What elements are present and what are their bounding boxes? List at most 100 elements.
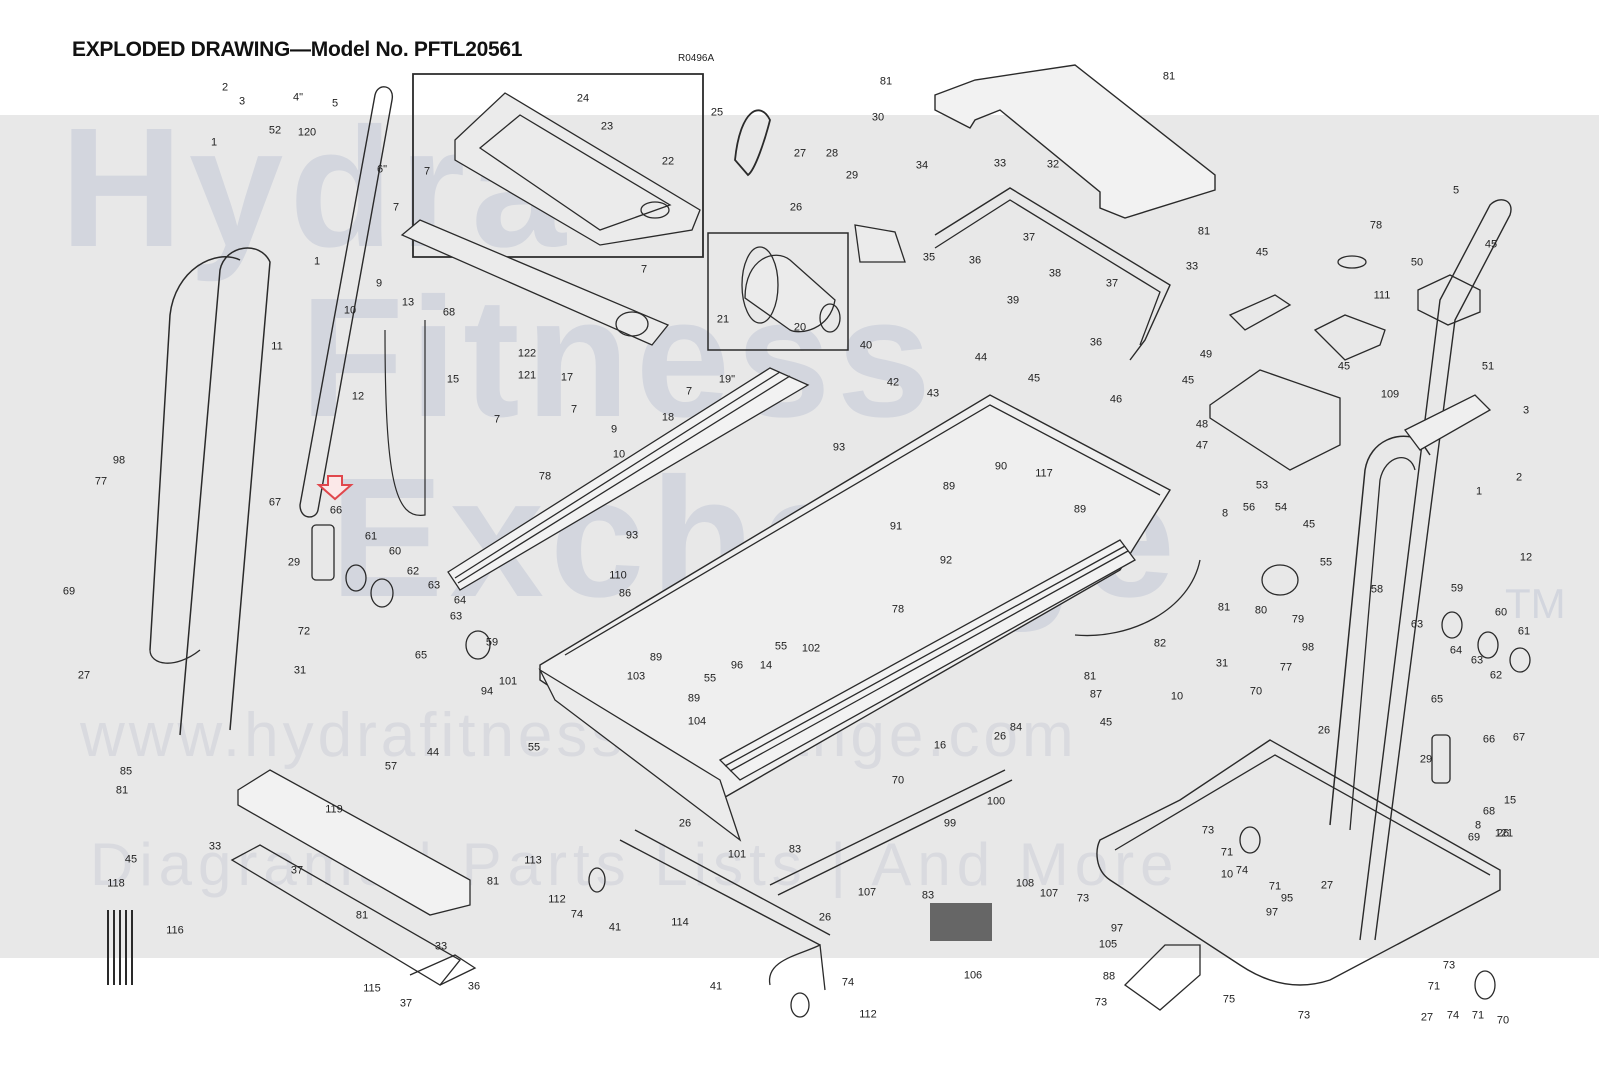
part-callout-18: 18 (661, 411, 675, 424)
part-callout-70: 70 (1496, 1014, 1510, 1027)
part-callout-81: 81 (355, 909, 369, 922)
part-callout-47: 47 (1195, 439, 1209, 452)
part-callout-31: 31 (1215, 657, 1229, 670)
part-callout-53: 53 (1255, 479, 1269, 492)
cord-78 (1338, 256, 1366, 268)
part-callout-36: 36 (1089, 336, 1103, 349)
rear-foot-115 (232, 845, 460, 985)
part-callout-63: 63 (427, 579, 441, 592)
part-callout-62: 62 (1489, 669, 1503, 682)
part-callout-42: 42 (886, 376, 900, 389)
motor-part (745, 255, 835, 331)
part-callout-74: 74 (841, 976, 855, 989)
part-callout-63: 63 (1410, 618, 1424, 631)
part-callout-65: 65 (1430, 693, 1444, 706)
part-callout-10: 10 (1170, 690, 1184, 703)
part-callout-112: 112 (859, 1008, 877, 1021)
part-callout-69: 69 (1467, 831, 1481, 844)
part-callout-12: 12 (1519, 551, 1533, 564)
part-callout-68: 68 (442, 306, 456, 319)
part-callout-27: 27 (1320, 879, 1334, 892)
part-callout-45: 45 (1302, 518, 1316, 531)
part-callout-103: 103 (626, 670, 646, 683)
part-callout-9: 9 (610, 423, 618, 436)
part-callout-26: 26 (678, 817, 692, 830)
highlight-down-arrow-icon (316, 473, 356, 503)
part-callout-48: 48 (1195, 418, 1209, 431)
part-callout-107: 107 (1039, 887, 1059, 900)
part-callout-93: 93 (625, 529, 639, 542)
part-callout-73: 73 (1076, 892, 1090, 905)
drawing-code: R0496A (678, 53, 715, 64)
part-callout-44: 44 (974, 351, 988, 364)
part-callout-89: 89 (942, 480, 956, 493)
part-callout-37: 37 (399, 997, 413, 1010)
side-rail-78-left (448, 368, 808, 590)
part-callout-66: 66 (329, 504, 343, 517)
part-callout-13: 13 (401, 296, 415, 309)
part-callout-99: 99 (943, 817, 957, 830)
part-callout-35: 35 (922, 251, 936, 264)
handrail-11 (180, 248, 270, 735)
part-callout-113: 113 (524, 854, 542, 867)
part-callout-7: 7 (640, 263, 648, 276)
part-callout-81: 81 (115, 784, 129, 797)
motor-detail-box (708, 233, 848, 350)
part-callout-106: 106 (963, 969, 983, 982)
part-callout-87: 87 (1089, 688, 1103, 701)
part-callout-80: 80 (1254, 604, 1268, 617)
part-callout-102: 102 (801, 642, 821, 655)
part-106-block (930, 903, 992, 941)
part-callout-81: 81 (1217, 601, 1231, 614)
part-callout-3: 3 (1522, 404, 1530, 417)
part-callout-61: 61 (1517, 625, 1531, 638)
part-callout-4: 4" (292, 91, 304, 104)
part-callout-27: 27 (77, 669, 91, 682)
part-callout-41: 41 (709, 980, 723, 993)
part-callout-37: 37 (290, 864, 304, 877)
part-callout-89: 89 (687, 692, 701, 705)
part-49 (1230, 295, 1290, 330)
part-callout-91: 91 (889, 520, 903, 533)
part-callout-95: 95 (1280, 892, 1294, 905)
part-callout-55: 55 (1319, 556, 1333, 569)
part-callout-89: 89 (1073, 503, 1087, 516)
part-callout-110: 110 (609, 569, 627, 582)
part-callout-78: 78 (1369, 219, 1383, 232)
part-callout-100: 100 (986, 795, 1006, 808)
part-callout-5: 5 (1452, 184, 1460, 197)
part-callout-37: 37 (1022, 231, 1036, 244)
part-callout-30: 30 (871, 111, 885, 124)
part-callout-104: 104 (687, 715, 707, 728)
motor-hood-32 (935, 65, 1215, 218)
base-frame-75 (1097, 740, 1500, 985)
part-callout-12: 12 (351, 390, 365, 403)
part-callout-3: 3 (238, 95, 246, 108)
part-callout-81: 81 (1162, 70, 1176, 83)
part-callout-71: 71 (1427, 980, 1441, 993)
part-callout-29: 29 (287, 556, 301, 569)
part-callout-69: 69 (62, 585, 76, 598)
part-callout-11: 11 (271, 340, 283, 353)
part-callout-58: 58 (1370, 583, 1384, 596)
part-callout-85: 85 (119, 765, 133, 778)
part-callout-8: 8 (1474, 819, 1482, 832)
part-callout-66: 66 (1482, 733, 1496, 746)
part-callout-14: 14 (759, 659, 773, 672)
bolts-116 (108, 910, 132, 985)
part-callout-81: 81 (1197, 225, 1211, 238)
part-callout-111: 111 (1373, 289, 1391, 302)
part-callout-89: 89 (649, 651, 663, 664)
part-callout-45: 45 (124, 853, 138, 866)
part-callout-8: 8 (1221, 507, 1229, 520)
part-callout-31: 31 (293, 664, 307, 677)
part-callout-55: 55 (774, 640, 788, 653)
part-callout-22: 22 (661, 155, 675, 168)
part-callout-98: 98 (112, 454, 126, 467)
part-callout-118: 118 (107, 877, 125, 890)
part-callout-68: 68 (1482, 805, 1496, 818)
part-callout-26: 26 (1317, 724, 1331, 737)
part-callout-10: 10 (612, 448, 626, 461)
part-callout-7: 7 (423, 165, 431, 178)
part-callout-26: 26 (1496, 827, 1510, 840)
